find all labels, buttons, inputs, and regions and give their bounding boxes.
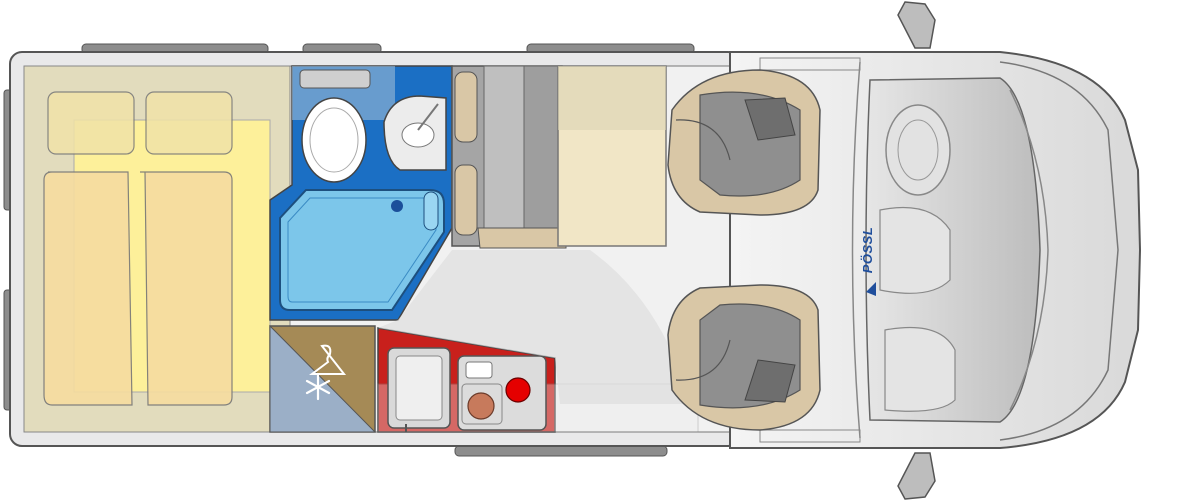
bathroom xyxy=(269,65,453,321)
mirror-bottom xyxy=(897,452,936,500)
driver-seat xyxy=(667,69,821,216)
kitchen-sink xyxy=(387,347,451,432)
toilet xyxy=(299,69,371,183)
wardrobe xyxy=(269,324,377,433)
passenger-seat xyxy=(667,284,821,431)
snowflake-icon xyxy=(305,373,331,401)
brand-logo-swoosh xyxy=(866,282,876,296)
cab xyxy=(729,51,1142,449)
hanger-icon xyxy=(309,344,347,375)
aisle xyxy=(378,250,698,404)
dinette-table xyxy=(557,65,667,247)
stove xyxy=(457,355,547,431)
bathroom-sink xyxy=(383,95,447,171)
kitchen xyxy=(377,327,699,433)
rear-bed xyxy=(23,65,291,433)
brand-logo: PÖSSL xyxy=(860,227,875,274)
mirror-top xyxy=(897,1,936,49)
dinette-bench xyxy=(451,65,567,249)
shower-tray xyxy=(279,189,445,311)
